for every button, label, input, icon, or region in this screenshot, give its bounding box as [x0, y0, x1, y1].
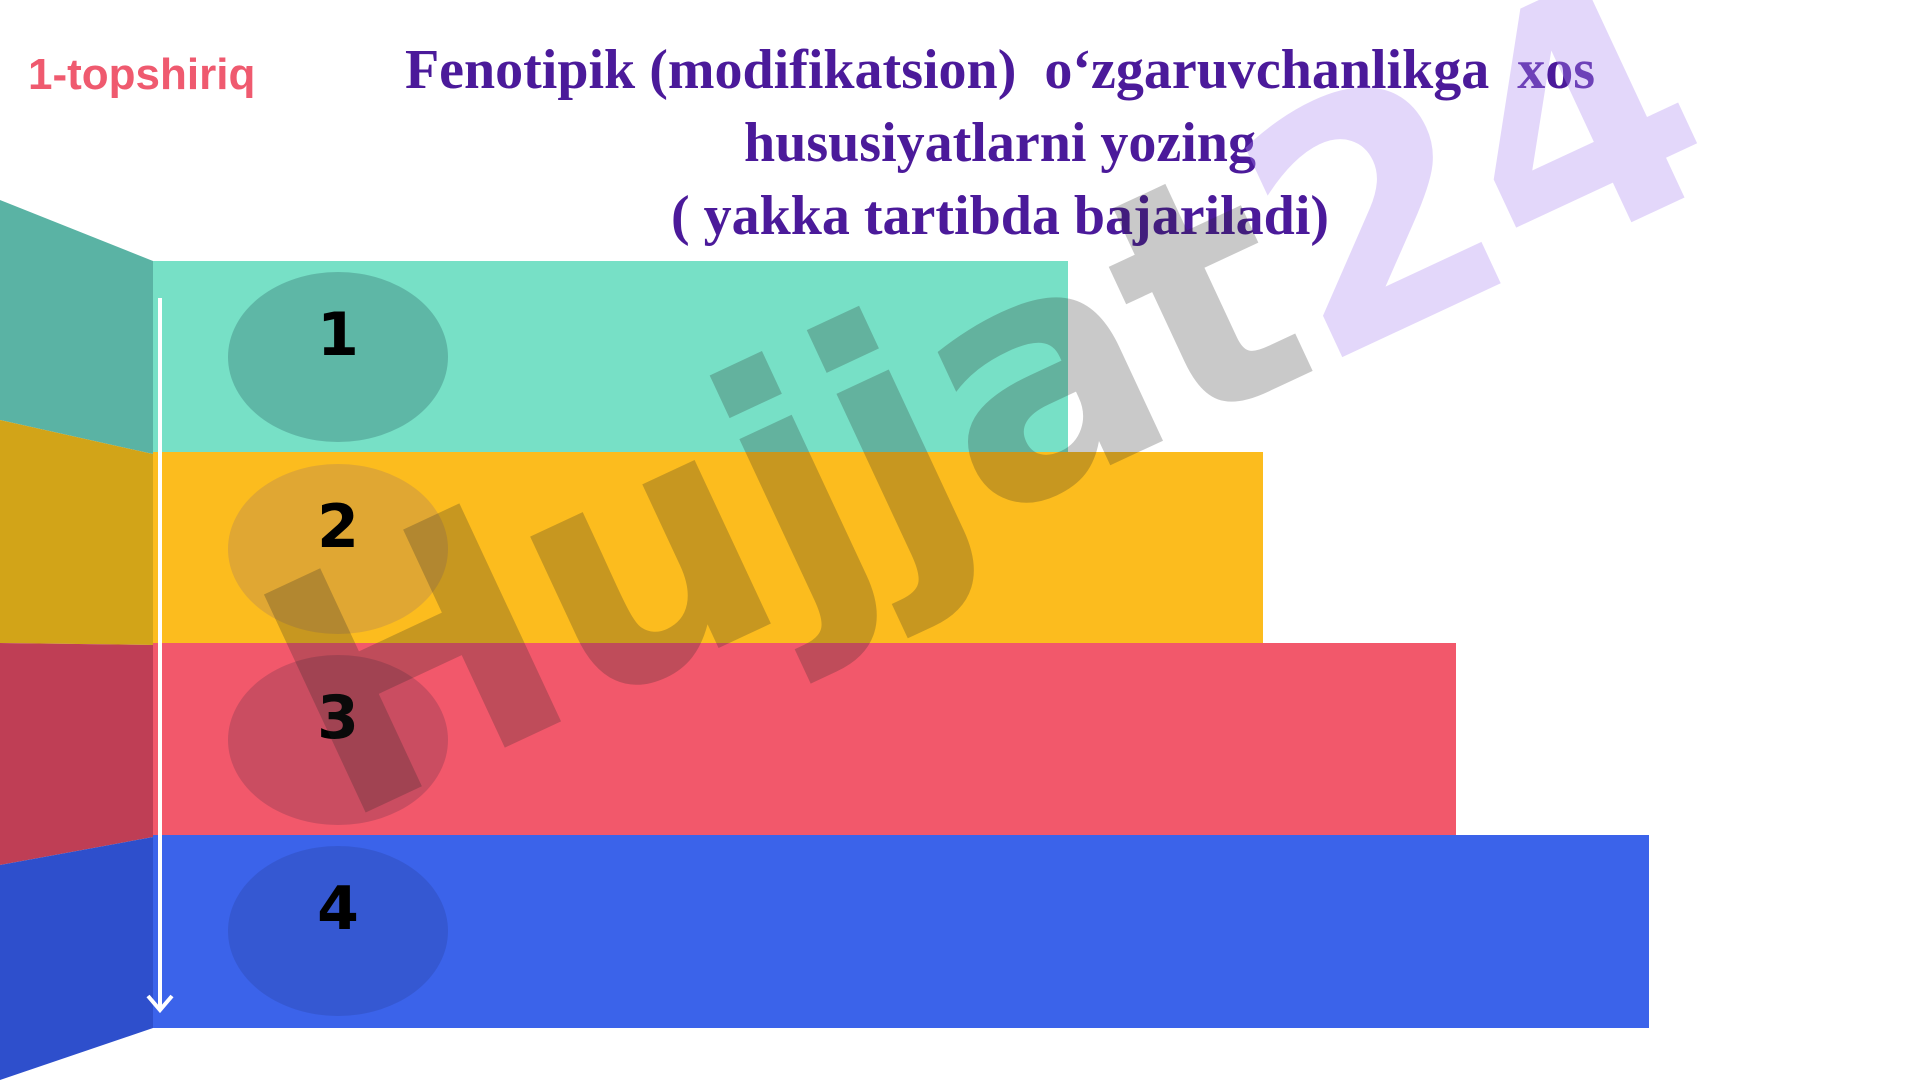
side-segment-1	[0, 200, 153, 454]
title-line-2: hususiyatlarni yozing	[744, 112, 1256, 174]
step-circle-1	[228, 272, 448, 442]
title-line-1: Fenotipik (modifikatsion) o‘zgaruvchanli…	[404, 39, 1596, 101]
step-circle-3	[228, 655, 448, 825]
title-line-3: ( yakka tartibda bajariladi)	[670, 185, 1330, 247]
step-number-4: 4	[317, 874, 359, 944]
down-arrow-icon	[146, 298, 174, 1014]
side-segment-2	[0, 420, 153, 645]
step-circle-4	[228, 846, 448, 1016]
step-number-1: 1	[317, 300, 359, 370]
side-panel	[0, 200, 153, 1080]
task-label: 1-topshiriq	[28, 50, 256, 99]
step-circle-2	[228, 464, 448, 634]
step-number-3: 3	[317, 683, 359, 753]
side-segment-4	[0, 837, 153, 1080]
side-segment-3	[0, 643, 153, 865]
step-number-2: 2	[317, 492, 359, 562]
slide-title: Fenotipik (modifikatsion) o‘zgaruvchanli…	[300, 34, 1700, 253]
